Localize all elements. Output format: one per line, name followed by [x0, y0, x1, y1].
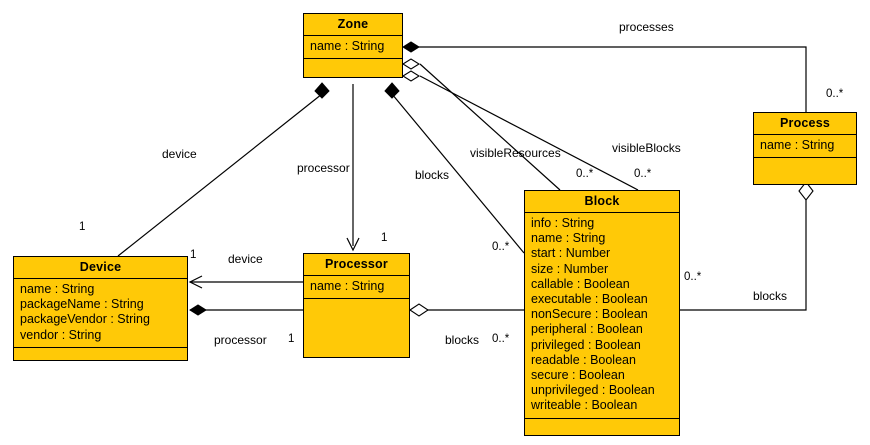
- attribute: name : String: [310, 279, 385, 293]
- class-box-processor[interactable]: Processor name : String: [303, 253, 410, 359]
- attribute: executable : Boolean: [531, 292, 648, 307]
- class-operations-process: [754, 158, 856, 184]
- attribute: name : String: [531, 231, 606, 246]
- edge-zone-visibleblocks: [419, 75, 639, 191]
- class-name-device: Device: [14, 257, 187, 279]
- class-name-processor: Processor: [304, 254, 409, 276]
- multiplicity-process-blocks: 0..*: [684, 271, 702, 283]
- attribute: nonSecure : Boolean: [531, 307, 648, 322]
- attribute: name : String: [20, 282, 95, 296]
- attribute: packageName : String: [20, 297, 144, 312]
- attribute: packageVendor : String: [20, 312, 150, 327]
- class-attributes-block: info : String name : String start : Numb…: [525, 213, 679, 419]
- attribute: privileged : Boolean: [531, 337, 641, 352]
- multiplicity-process: 0..*: [826, 88, 844, 100]
- multiplicity-processor-one-zone: 1: [381, 232, 388, 244]
- class-box-block[interactable]: Block info : String name : String start …: [524, 190, 680, 436]
- edge-label-blocks-zone: blocks: [415, 168, 450, 182]
- class-attributes-process: name : String: [754, 135, 856, 159]
- class-attributes-processor: name : String: [304, 276, 409, 300]
- attribute: info : String: [531, 216, 595, 230]
- multiplicity-device-one-right: 1: [190, 249, 197, 261]
- attribute: unprivileged : Boolean: [531, 383, 655, 398]
- edge-zone-block: [391, 93, 525, 254]
- multiplicity-visible-blocks: 0..*: [634, 168, 652, 180]
- multiplicity-processor-one-device: 1: [288, 333, 295, 345]
- class-operations-device: [14, 348, 187, 360]
- attribute: name : String: [760, 138, 835, 152]
- edge-label-visible-resources: visibleResources: [470, 146, 561, 160]
- attribute: size : Number: [531, 261, 609, 276]
- arrowhead-zone-processor: [346, 237, 360, 252]
- class-box-zone[interactable]: Zone name : String: [303, 13, 403, 79]
- edge-zone-process: [418, 46, 807, 112]
- edge-label-blocks-process: blocks: [753, 289, 788, 303]
- multiplicity-device-one-zone: 1: [79, 221, 86, 233]
- edge-label-visible-blocks: visibleBlocks: [612, 141, 681, 155]
- class-name-zone: Zone: [304, 14, 402, 36]
- class-attributes-device: name : String packageName : String packa…: [14, 279, 187, 348]
- attribute: start : Number: [531, 246, 611, 261]
- edge-zone-device: [117, 93, 323, 257]
- composition-diamond-zone-process: [402, 41, 420, 53]
- edge-label-blocks-processor: blocks: [445, 333, 480, 347]
- edge-label-processor-device: processor: [214, 333, 267, 347]
- attribute: callable : Boolean: [531, 276, 630, 291]
- attribute: secure : Boolean: [531, 368, 625, 383]
- class-operations-zone: [304, 59, 402, 77]
- aggregation-diamond-visibleresources: [401, 58, 421, 70]
- class-operations-block: [525, 419, 679, 435]
- attribute: writeable : Boolean: [531, 398, 638, 413]
- multiplicity-processor-blocks: 0..*: [492, 333, 510, 345]
- arrowhead-processor-device: [188, 275, 203, 289]
- aggregation-diamond-visibleblocks: [401, 70, 421, 82]
- attribute: vendor : String: [20, 327, 102, 342]
- multiplicity-zone-blocks: 0..*: [492, 241, 510, 253]
- edge-label-device-processor: device: [228, 252, 263, 266]
- edge-label-processor-zone: processor: [297, 161, 350, 175]
- attribute: peripheral : Boolean: [531, 322, 643, 337]
- aggregation-diamond-processor-block: [409, 303, 429, 317]
- composition-diamond-device-processor: [189, 304, 207, 316]
- class-attributes-zone: name : String: [304, 36, 402, 60]
- class-name-process: Process: [754, 113, 856, 135]
- class-name-block: Block: [525, 191, 679, 213]
- edge-label-processes: processes: [619, 20, 674, 34]
- multiplicity-visible-resources: 0..*: [576, 168, 594, 180]
- composition-diamond-zone-device: [314, 82, 330, 99]
- class-box-process[interactable]: Process name : String: [753, 112, 857, 186]
- composition-diamond-zone-block: [384, 82, 400, 99]
- attribute: readable : Boolean: [531, 352, 636, 367]
- class-operations-processor: [304, 299, 409, 357]
- class-box-device[interactable]: Device name : String packageName : Strin…: [13, 256, 188, 361]
- edge-process-block: [680, 200, 807, 311]
- attribute: name : String: [310, 39, 385, 53]
- edge-label-device-zone: device: [162, 147, 197, 161]
